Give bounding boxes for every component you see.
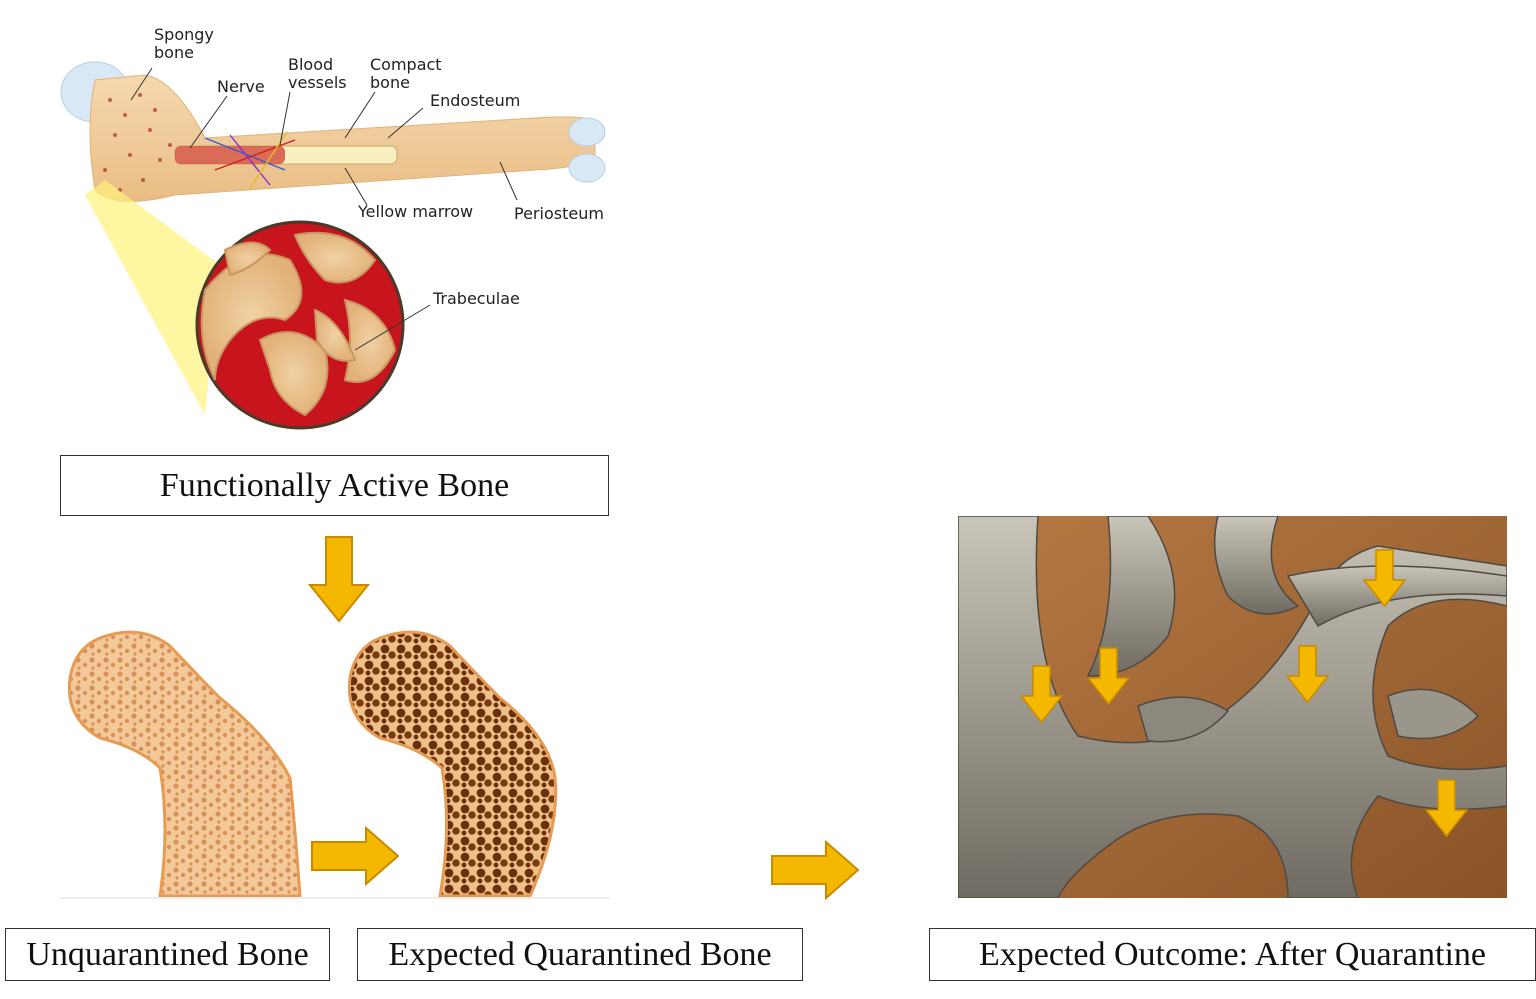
callout-compact-bone: Compact bone [370, 56, 442, 92]
label-expected-quarantined-bone: Expected Quarantined Bone [357, 928, 803, 981]
callout-nerve: Nerve [217, 77, 265, 96]
label-expected-outcome: Expected Outcome: After Quarantine [929, 928, 1536, 981]
sem-trabecular-bone-image [958, 516, 1507, 898]
arrow-down-icon [308, 535, 370, 623]
callout-blood-line2: vessels [288, 73, 347, 92]
callout-endosteum: Endosteum [430, 91, 521, 110]
callout-compact-line1: Compact [370, 55, 442, 74]
callout-yellow-marrow: Yellow marrow [358, 202, 474, 221]
callout-periosteum: Periosteum [514, 204, 604, 223]
label-unquarantined-bone: Unquarantined Bone [5, 928, 330, 981]
femur-comparison-illustration [60, 628, 610, 900]
callout-trabeculae: Trabeculae [433, 289, 520, 308]
callout-spongy-line1: Spongy [154, 25, 214, 44]
callout-blood-line1: Blood [288, 55, 334, 74]
callout-spongy-line2: bone [154, 43, 194, 62]
long-bone-illustration [55, 20, 615, 440]
label-functionally-active-bone: Functionally Active Bone [60, 455, 609, 516]
arrow-right-icon [310, 826, 400, 886]
callout-blood-vessels: Blood vessels [288, 56, 347, 92]
arrow-right-outcome-icon [770, 840, 860, 900]
callout-spongy-bone: Spongy bone [154, 26, 214, 62]
callout-compact-line2: bone [370, 73, 410, 92]
